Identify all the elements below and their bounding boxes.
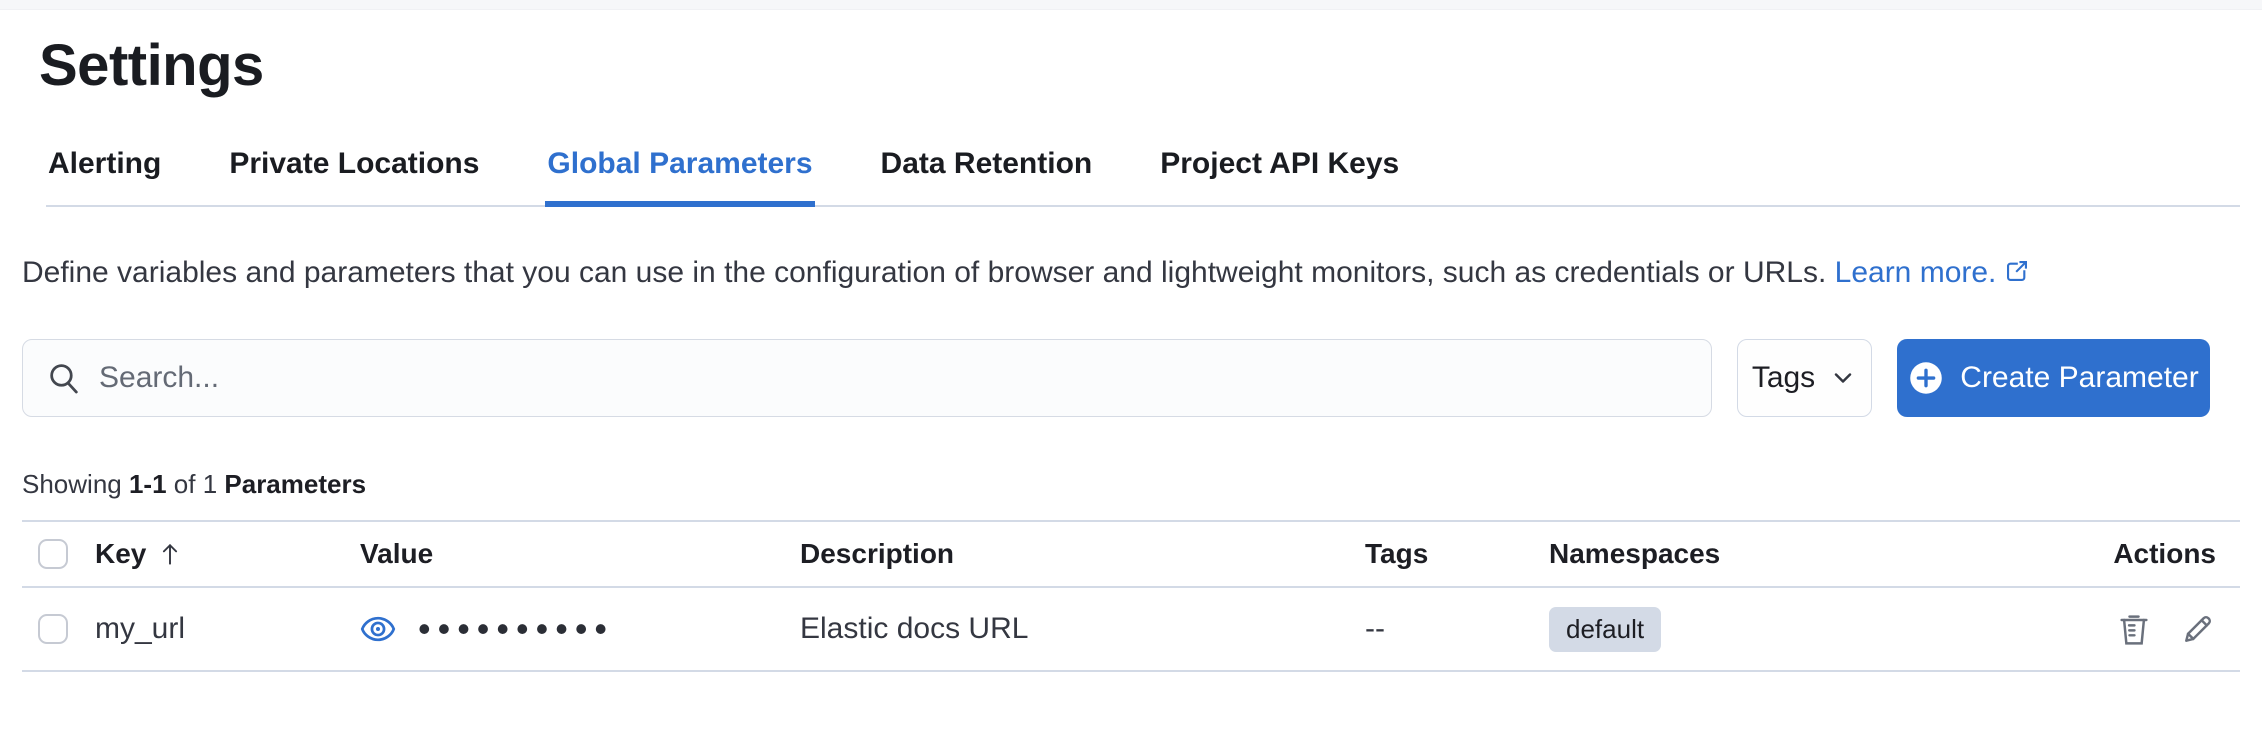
plus-in-circle-icon [1910, 362, 1943, 394]
summary-range: 1-1 [128, 469, 167, 499]
masked-value: •••••••••• [418, 608, 615, 649]
namespace-badge: default [1549, 606, 1662, 652]
settings-page: Settings Alerting Private Locations Glob… [0, 32, 2262, 672]
cell-description: Elastic docs URL [800, 612, 1029, 645]
column-header-tags: Tags [1365, 538, 1429, 569]
row-checkbox-cell [22, 614, 95, 644]
summary-middle: of 1 [173, 469, 218, 499]
learn-more-link[interactable]: Learn more. [1835, 256, 2031, 289]
pencil-icon[interactable] [2180, 611, 2216, 647]
tab-project-api-keys[interactable]: Project API Keys [1160, 147, 1400, 180]
tab-alerting[interactable]: Alerting [48, 147, 162, 180]
column-header-key[interactable]: Key [95, 538, 360, 570]
window-top-strip [0, 0, 2262, 10]
tab-global-parameters[interactable]: Global Parameters [545, 147, 815, 207]
header-checkbox-cell [22, 539, 95, 569]
select-row-checkbox[interactable] [38, 614, 68, 644]
tags-filter-button[interactable]: Tags [1737, 339, 1872, 417]
chevron-down-icon [1834, 373, 1852, 383]
sort-up-icon [163, 544, 178, 565]
table-row: my_url •••••••••• Elastic docs URL -- de… [22, 588, 2240, 672]
summary-prefix: Showing [22, 469, 122, 499]
tab-private-locations[interactable]: Private Locations [229, 147, 480, 180]
search-icon [50, 364, 78, 394]
select-all-checkbox[interactable] [38, 539, 68, 569]
tags-filter-label: Tags [1751, 361, 1816, 394]
parameters-toolbar: Tags Create Parameter [22, 339, 2240, 417]
tab-bar: Alerting Private Locations Global Parame… [46, 147, 2240, 207]
cell-tags: -- [1365, 612, 1385, 645]
create-parameter-button[interactable]: Create Parameter [1897, 339, 2210, 417]
column-header-description: Description [800, 538, 955, 569]
column-header-actions: Actions [2113, 538, 2216, 569]
search-input[interactable] [99, 361, 1687, 395]
trash-icon[interactable] [2116, 611, 2152, 647]
column-header-namespaces: Namespaces [1549, 538, 1721, 569]
parameters-table: Key Value Description Tags Namespaces Ac… [22, 520, 2240, 672]
cell-value: •••••••••• [360, 611, 800, 647]
page-description: Define variables and parameters that you… [22, 247, 2222, 299]
page-title: Settings [39, 33, 264, 98]
results-summary: Showing 1-1 of 1 Parameters [22, 469, 2240, 500]
table-header-row: Key Value Description Tags Namespaces Ac… [22, 522, 2240, 588]
description-text: Define variables and parameters that you… [22, 256, 1827, 289]
eye-icon[interactable] [360, 611, 396, 647]
tab-data-retention[interactable]: Data Retention [880, 147, 1093, 180]
summary-entity: Parameters [224, 469, 367, 499]
external-link-icon [2007, 261, 2028, 281]
column-header-value: Value [360, 538, 434, 569]
search-box[interactable] [22, 339, 1712, 417]
cell-key: my_url [95, 612, 186, 645]
learn-more-label: Learn more. [1834, 256, 1997, 289]
create-parameter-label: Create Parameter [1960, 361, 2199, 394]
cell-namespaces: default [1549, 606, 2070, 652]
cell-actions [2070, 611, 2240, 647]
